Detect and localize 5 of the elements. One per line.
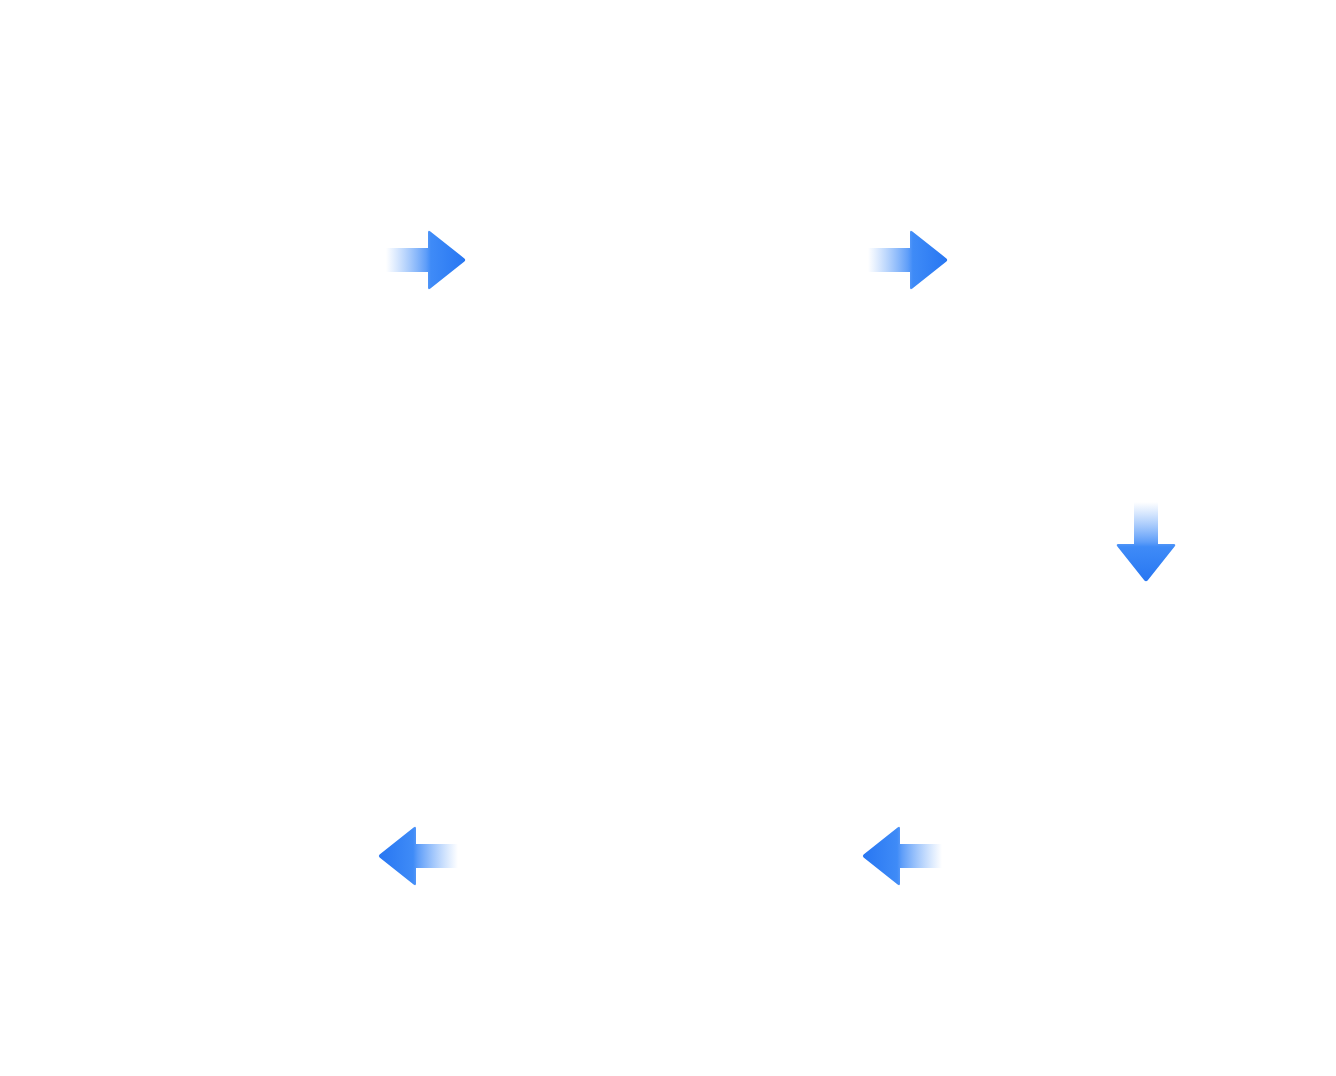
block-arrow <box>378 824 458 888</box>
block-arrow <box>386 228 466 292</box>
block-arrow <box>1114 502 1178 582</box>
block-arrow <box>868 228 948 292</box>
block-arrow <box>862 824 942 888</box>
